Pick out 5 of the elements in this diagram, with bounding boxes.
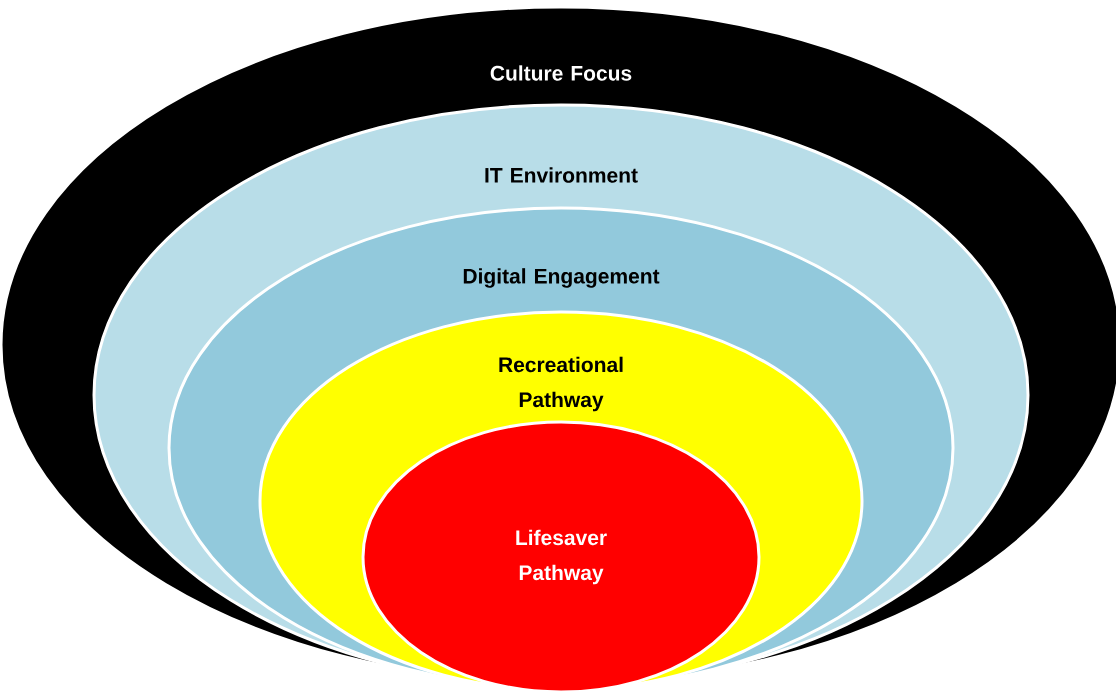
ring-label: IT Environment xyxy=(485,167,638,183)
ring-label: Recreational Pathway xyxy=(499,356,623,412)
ring-label: Digital Engagement xyxy=(463,268,660,288)
ring-label: Culture Focus xyxy=(490,65,632,81)
ring-label: Lifesaver Pathway xyxy=(516,529,607,585)
